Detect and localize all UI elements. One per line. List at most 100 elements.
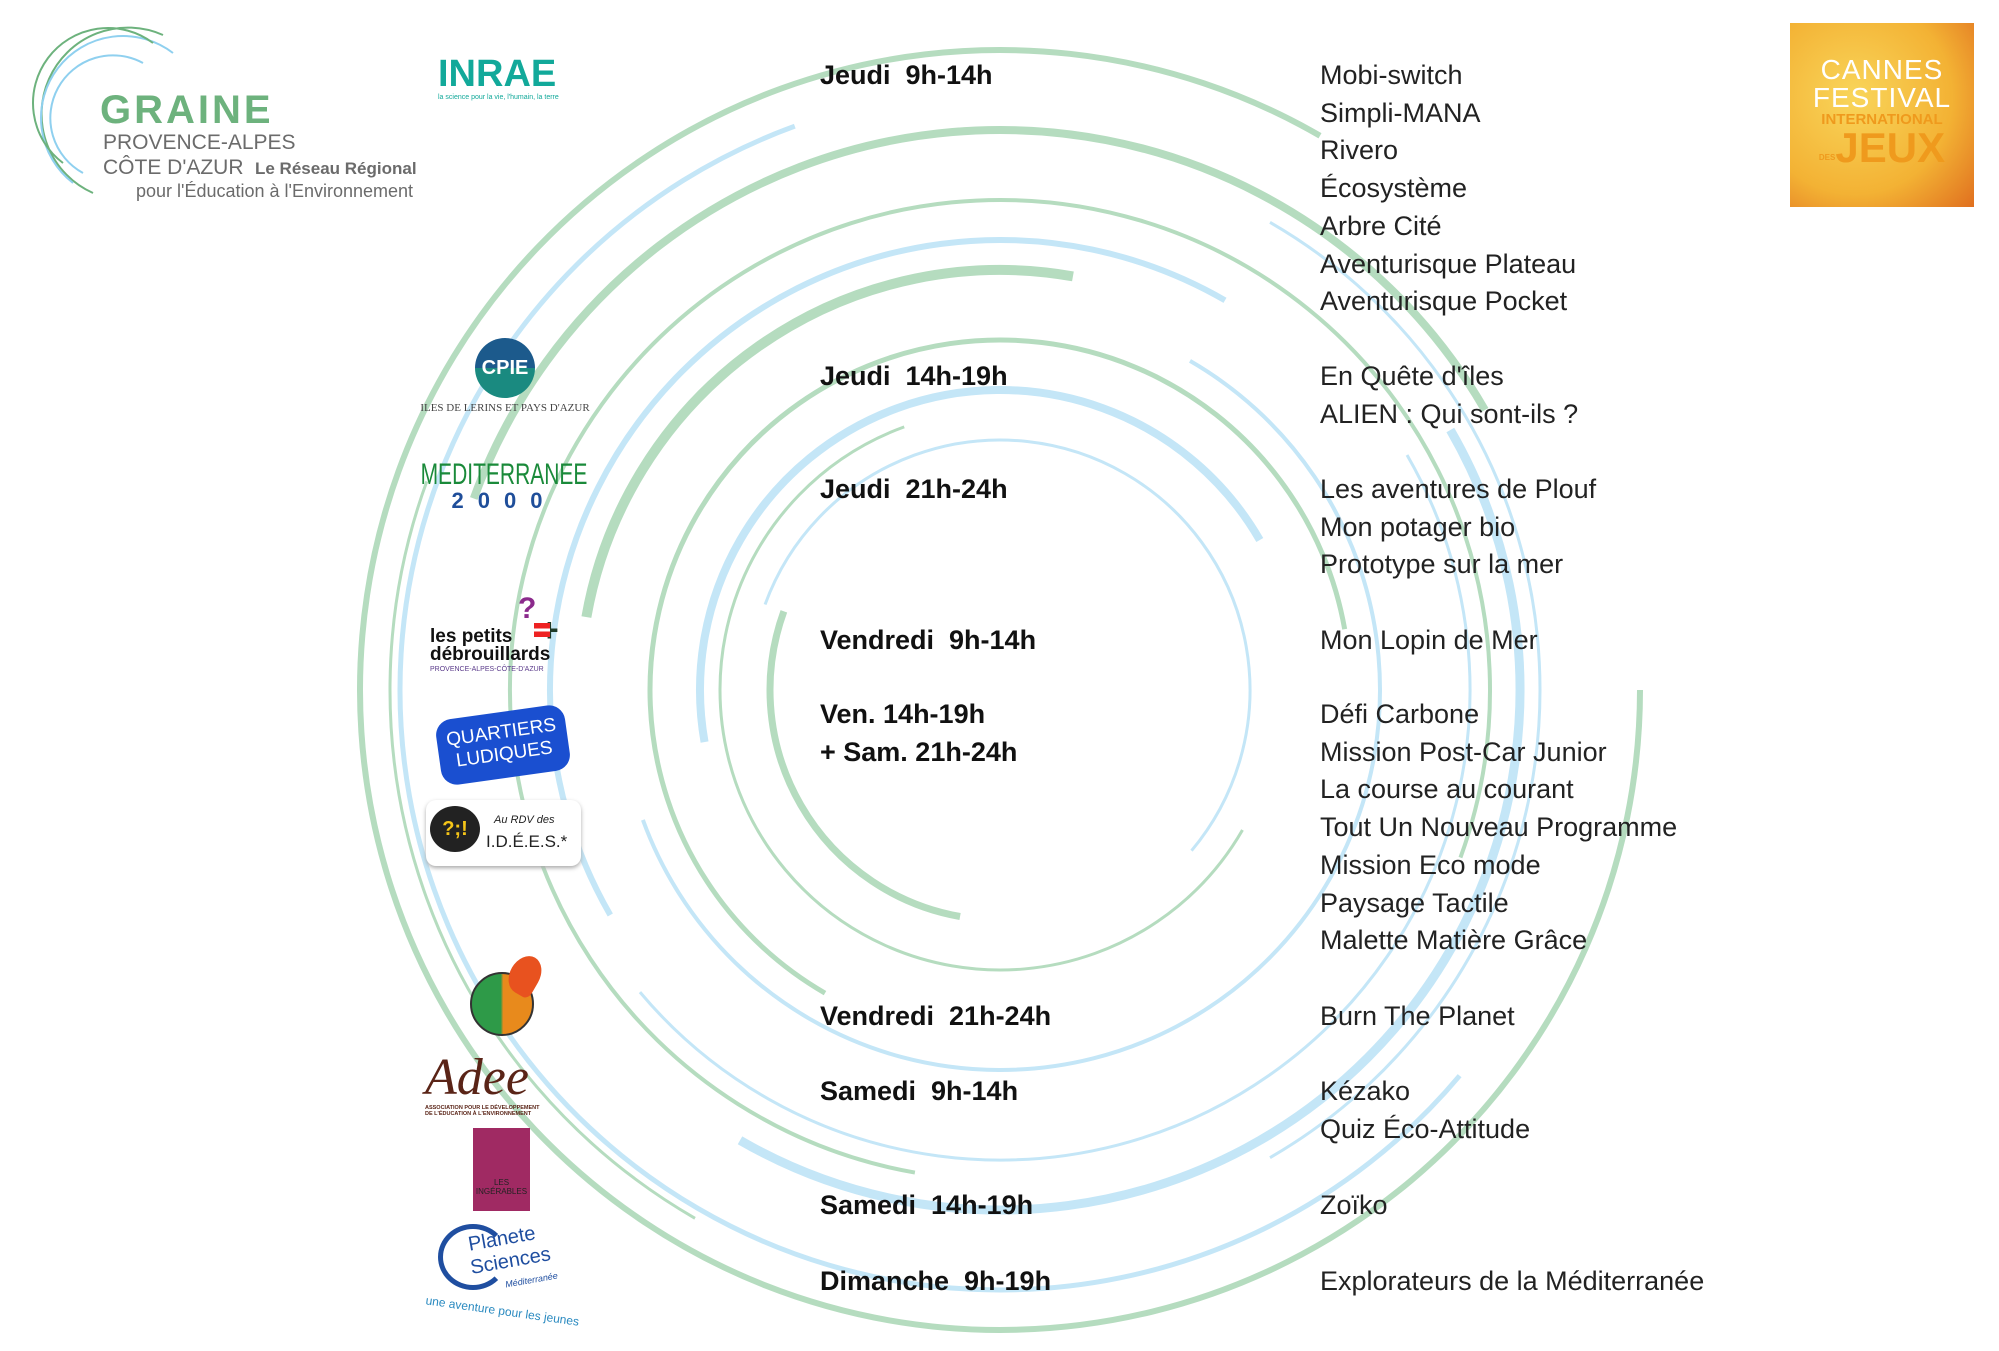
decorative-arc — [763, 438, 1252, 852]
cannes-des: DES — [1818, 152, 1836, 162]
time-slot: Jeudi 14h-19h — [820, 361, 1008, 391]
game-item: ALIEN : Qui sont-ils ? — [1320, 398, 1579, 429]
inrae-logo: INRAE la science pour la vie, l'humain, … — [438, 54, 573, 101]
les-ingerables-logo: LES INGÉRABLES — [473, 1128, 530, 1211]
games-list: Zoïko — [1320, 1187, 1388, 1225]
game-item: Les aventures de Plouf — [1320, 474, 1597, 504]
ps-tagline: une aventure pour les jeunes — [424, 1293, 581, 1329]
game-item: Tout Un Nouveau Programme — [1320, 812, 1678, 843]
time-slot: Jeudi 9h-14h — [820, 60, 993, 90]
decorative-arc — [696, 386, 1264, 743]
game-item: Aventurisque Plateau — [1320, 248, 1577, 279]
pd-region: PROVENCE-ALPES-CÔTE-D'AZUR — [430, 666, 544, 673]
game-item: Arbre Cité — [1320, 210, 1442, 241]
decorative-arc — [508, 198, 1492, 1175]
decorative-arc — [766, 610, 961, 920]
graine-line2: CÔTE D'AZUR — [103, 156, 244, 179]
globe-icon — [438, 1224, 508, 1290]
time-slot: Samedi 14h-19h — [820, 1190, 1034, 1220]
decorative-arc — [647, 337, 1348, 996]
game-item: Quiz Éco-Attitude — [1320, 1113, 1531, 1144]
decorative-arc — [581, 265, 1074, 618]
game-item: Paysage Tactile — [1320, 887, 1509, 918]
game-item: Simpli-MANA — [1320, 97, 1481, 128]
cannes-line3: INTERNATIONAL — [1821, 111, 1943, 128]
idees-line1: Au RDV des — [494, 814, 555, 826]
time-slot: Vendredi 21h-24h — [820, 1001, 1052, 1031]
cannes-line1: CANNES — [1820, 54, 1944, 85]
planete-sciences-logo: Planete Sciences Méditerranée une aventu… — [420, 1222, 590, 1332]
game-item: Mobi-switch — [1320, 60, 1463, 90]
decorative-arc — [388, 480, 696, 1220]
game-item: En Quête d'îles — [1320, 361, 1504, 391]
cannes-festival-logo: CANNES FESTIVAL INTERNATIONAL DESJEUX — [1790, 23, 1974, 207]
game-item: Mission Post-Car Junior — [1320, 736, 1607, 767]
decorative-arc — [638, 454, 1472, 1162]
decorative-arc — [547, 237, 1227, 917]
game-item: Burn The Planet — [1320, 1001, 1515, 1031]
med2000-line1: MEDITERRANEE — [420, 458, 588, 491]
question-mark-icon: ? — [518, 592, 537, 625]
time-slot: Ven. 14h-19h + Sam. 21h-24h — [820, 699, 1018, 767]
idees-bubble-icon: ?;! — [430, 806, 480, 852]
time-slot: Vendredi 9h-14h — [820, 625, 1037, 655]
game-item: Mission Eco mode — [1320, 849, 1541, 880]
adee-line1: ASSOCIATION POUR LE DÉVELOPPEMENT — [425, 1105, 540, 1111]
game-item: Malette Matière Grâce — [1320, 925, 1588, 956]
minus-icon — [534, 623, 550, 637]
graine-line3: pour l'Éducation à l'Environnement — [136, 181, 414, 201]
game-item: Mon potager bio — [1320, 511, 1516, 542]
game-item: Explorateurs de la Méditerranée — [1320, 1266, 1705, 1296]
graine-swirl-icon — [32, 26, 174, 194]
decorative-arc — [1269, 221, 1542, 1159]
pd-line1: les petits — [430, 626, 513, 647]
decorative-arc — [718, 425, 1244, 972]
game-item: Zoïko — [1320, 1190, 1388, 1220]
cpie-globe-icon: CPIE — [475, 338, 535, 398]
ing-line1: LES — [493, 1178, 510, 1187]
time-slot: Samedi 9h-14h — [820, 1076, 1019, 1106]
graine-line1: PROVENCE-ALPES — [103, 131, 296, 154]
game-item: Écosystème — [1320, 173, 1468, 204]
adee-logo: Adee ASSOCIATION POUR LE DÉVELOPPEMENT D… — [425, 1050, 575, 1117]
decorative-arc — [737, 427, 1525, 1215]
cannes-line4: JEUX — [1835, 124, 1946, 171]
game-item: La course au courant — [1320, 774, 1574, 805]
graine-tag: Le Réseau Régional — [255, 159, 417, 178]
decorative-arc — [641, 359, 1382, 1072]
inrae-tagline: la science pour la vie, l'humain, la ter… — [438, 94, 559, 101]
game-item: Mon Lopin de Mer — [1320, 625, 1538, 655]
game-item: Prototype sur la mer — [1320, 549, 1564, 580]
adee-name: Adee — [425, 1049, 529, 1106]
ing-line2: INGÉRABLES — [475, 1187, 528, 1196]
ps-region: Méditerranée — [504, 1270, 559, 1290]
cannes-line2: FESTIVAL — [1812, 82, 1952, 113]
adee-line2: DE L'ÉDUCATION À L'ENVIRONNEMENT — [425, 1111, 532, 1117]
cpie-logo: CPIE ILES DE LERINS ET PAYS D'AZUR — [400, 338, 610, 414]
idees-line2: I.D.É.E.S.* — [486, 832, 568, 851]
time-slot: Jeudi 21h-24h — [820, 474, 1008, 504]
games-list: Mon Lopin de Mer — [1320, 622, 1538, 660]
game-item: Défi Carbone — [1320, 699, 1480, 729]
games-list: Explorateurs de la Méditerranée — [1320, 1263, 1704, 1301]
game-item: Rivero — [1320, 135, 1399, 166]
idees-logo: ?;! Au RDV des I.D.É.E.S.* — [426, 800, 581, 866]
graine-logo: GRAINE PROVENCE-ALPES CÔTE D'AZUR Le Rés… — [23, 23, 433, 208]
decorative-arc — [357, 47, 1643, 1333]
cpie-subtitle: ILES DE LERINS ET PAYS D'AZUR — [420, 402, 590, 414]
game-item: Aventurisque Pocket — [1320, 286, 1568, 317]
inrae-name: INRAE — [438, 53, 557, 95]
pd-line2: débrouillards — [430, 644, 551, 665]
med2000-line2: 2000 — [451, 488, 557, 513]
graine-name: GRAINE — [100, 88, 274, 132]
game-item: Kézako — [1320, 1076, 1411, 1106]
decorative-arc — [470, 126, 1489, 500]
mediterranee-2000-logo: MEDITERRANEE 2000 — [421, 460, 588, 513]
time-slot: Dimanche 9h-19h — [820, 1266, 1052, 1296]
games-list: Burn The Planet — [1320, 998, 1515, 1036]
